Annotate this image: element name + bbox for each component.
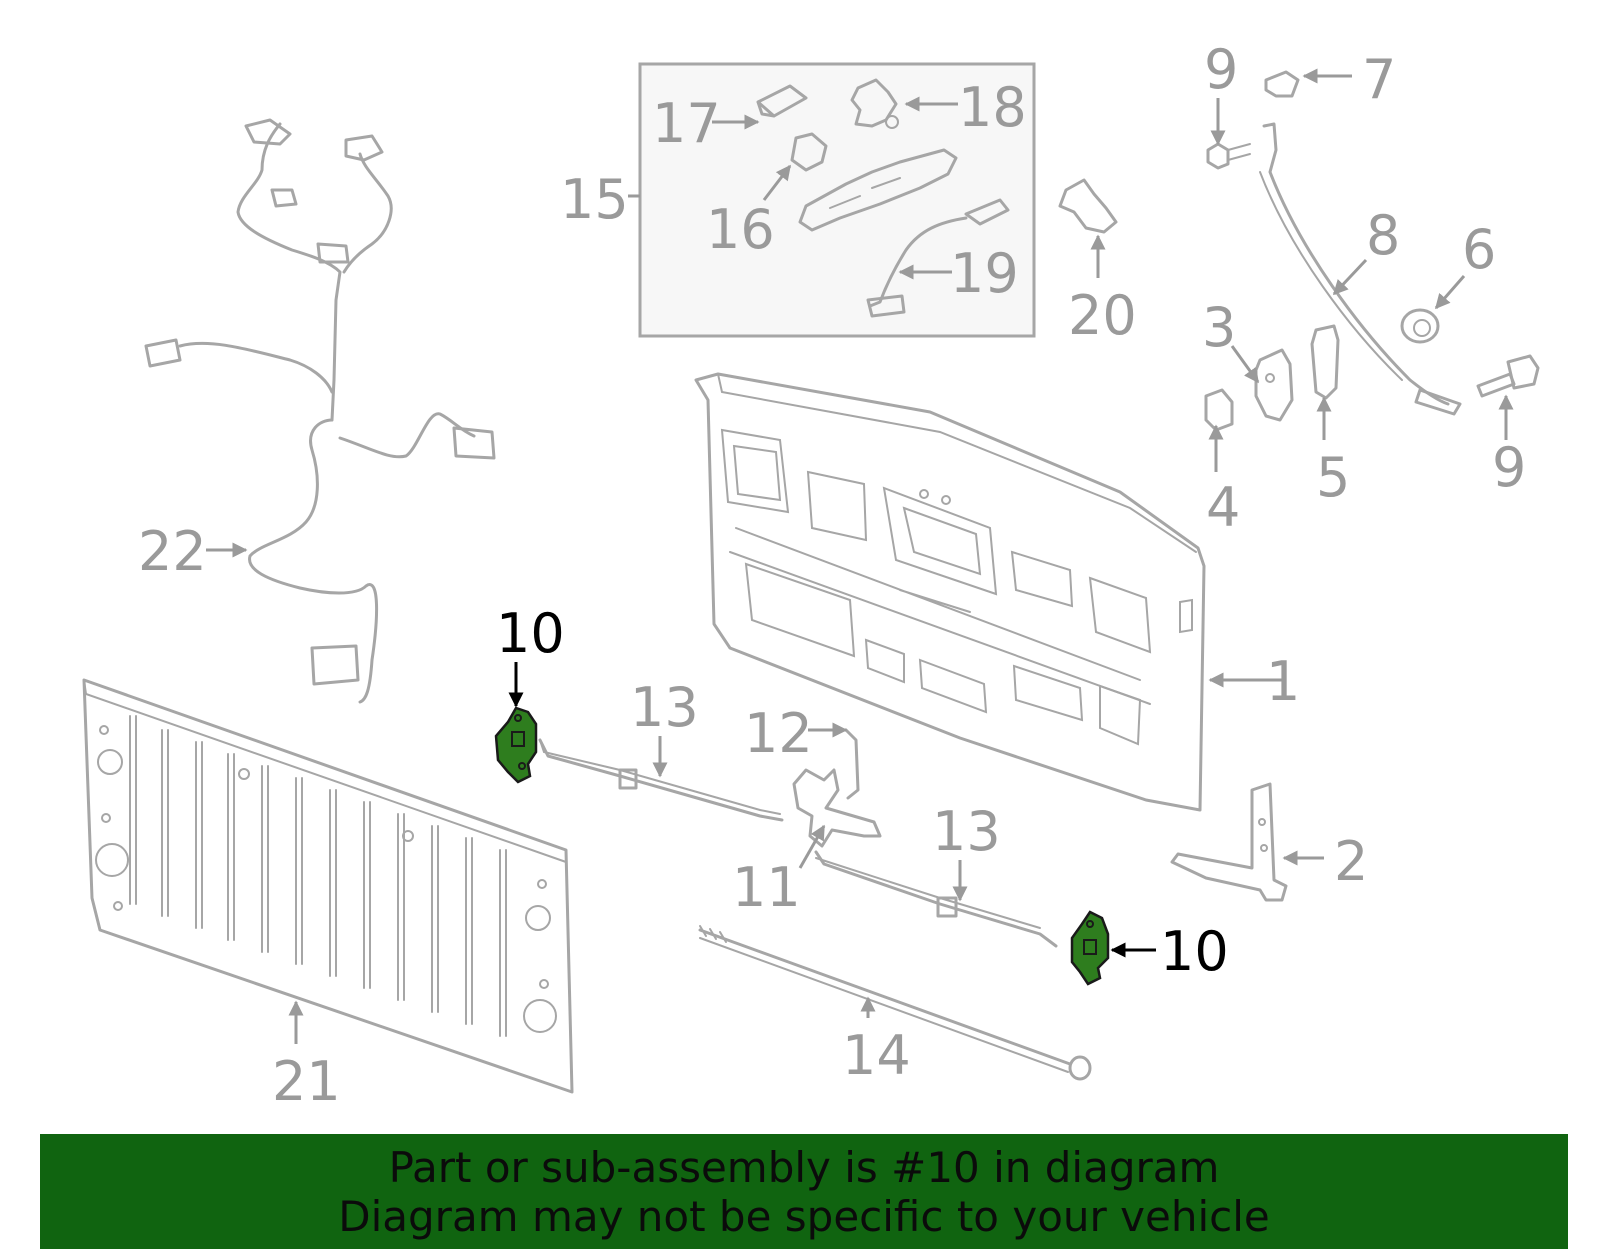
part-12-rod [844, 728, 860, 800]
callout-1: 1 [1266, 650, 1300, 713]
part-20-plug [1058, 178, 1118, 234]
callout-3: 3 [1202, 296, 1236, 359]
callout-12: 12 [744, 702, 813, 765]
part-18-camera [850, 78, 899, 129]
part-5-striker [1310, 324, 1340, 400]
inset-box-15 [638, 62, 1036, 338]
part-17-lens [756, 84, 808, 118]
part-8-support-cable [1259, 122, 1462, 416]
callout-6: 6 [1462, 218, 1496, 281]
part-11-handle-bracket [792, 768, 882, 848]
part-9-bolt-top [1206, 142, 1251, 170]
part-19-harness [866, 198, 1010, 318]
part-14-cable [698, 925, 1092, 1081]
part-3-hinge [1254, 348, 1294, 422]
callout-9-bottom: 9 [1492, 436, 1526, 499]
part-2-hinge-bracket [1170, 782, 1288, 902]
part-13-rod-right [814, 850, 1058, 948]
callout-16: 16 [706, 198, 775, 261]
callout-13-right: 13 [932, 800, 1001, 863]
part-13-rod-left [538, 738, 784, 822]
part-22-wiring-harness [144, 118, 496, 704]
callout-4: 4 [1206, 476, 1240, 539]
callout-22: 22 [138, 520, 207, 583]
part-10-latch-right[interactable] [1070, 910, 1110, 986]
callout-19: 19 [950, 242, 1019, 305]
callout-18: 18 [958, 76, 1027, 139]
callout-9-top: 9 [1204, 38, 1238, 101]
part-1-tailgate-inner-panel [694, 372, 1206, 812]
leader-arrows [206, 68, 1514, 1044]
callout-20: 20 [1068, 284, 1137, 347]
callout-10-left: 10 [496, 602, 565, 665]
callout-7: 7 [1362, 48, 1396, 111]
part-7-clip [1264, 70, 1300, 98]
callout-labels: 1 2 3 4 5 6 7 8 9 9 10 10 11 12 13 13 14… [138, 38, 1526, 1113]
handle-bezel [798, 148, 958, 232]
callout-17: 17 [652, 92, 721, 155]
callout-2: 2 [1334, 830, 1368, 893]
info-banner: Part or sub-assembly is #10 in diagram D… [40, 1134, 1568, 1249]
callout-8: 8 [1366, 204, 1400, 267]
part-6-grommet [1400, 308, 1440, 344]
callout-15: 15 [560, 168, 629, 231]
part-16-switch [790, 132, 828, 172]
part-9-bolt-bottom [1476, 354, 1540, 398]
callout-21: 21 [272, 1050, 341, 1113]
callout-5: 5 [1316, 446, 1350, 509]
part-4-bumper [1204, 388, 1234, 432]
callout-13-left: 13 [630, 676, 699, 739]
banner-line-part: Part or sub-assembly is #10 in diagram [388, 1142, 1220, 1192]
callout-14: 14 [842, 1024, 911, 1087]
banner-line-disclaimer: Diagram may not be specific to your vehi… [338, 1191, 1270, 1241]
callout-11: 11 [732, 856, 801, 919]
part-10-latch-left[interactable] [494, 706, 538, 784]
part-21-tailgate-outer-panel [82, 678, 574, 1094]
callout-10-right: 10 [1160, 920, 1229, 983]
